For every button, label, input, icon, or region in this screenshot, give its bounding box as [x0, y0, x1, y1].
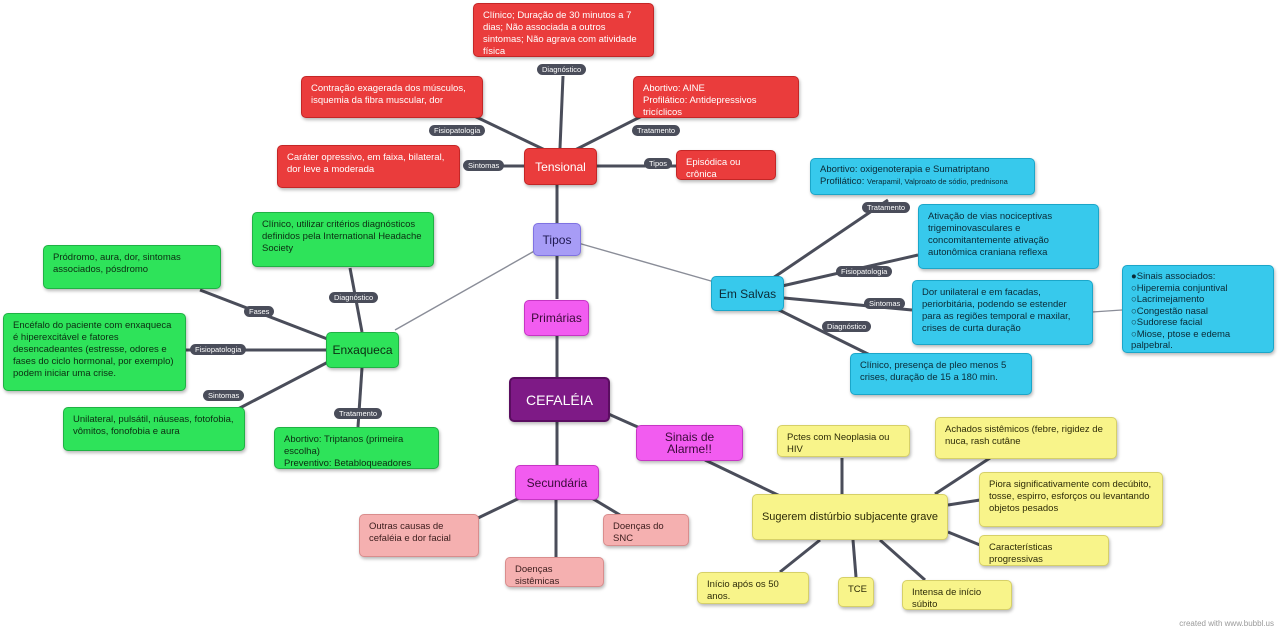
tensional-node[interactable]: Tensional [524, 148, 597, 185]
em-salvas-node[interactable]: Em Salvas [711, 276, 784, 311]
chip-enxaqueca-sintomas: Sintomas [203, 390, 245, 401]
tce-node[interactable]: TCE [838, 577, 874, 607]
salvas-sinais-associados-node[interactable]: ●Sinais associados: ○Hiperemia conjuntiv… [1122, 265, 1274, 353]
caracteristicas-progressivas-node[interactable]: Características progressivas [979, 535, 1109, 566]
inicio-subito-node[interactable]: Intensa de início súbito [902, 580, 1012, 610]
doencas-snc-node[interactable]: Doenças do SNC [603, 514, 689, 546]
tensional-diagnostico-node[interactable]: Clínico; Duração de 30 minutos a 7 dias;… [473, 3, 654, 57]
edge-center-alarme [603, 410, 641, 430]
enxaqueca-node[interactable]: Enxaqueca [326, 332, 399, 368]
edge-tipos-enxaqueca [394, 244, 546, 331]
enxaqueca-tratamento-line-1: Abortivo: Triptanos (primeira escolha) [284, 434, 404, 457]
tensional-tratamento-line-2: Profilático: Antidepressivos tricíclicos [643, 95, 757, 118]
tensional-tratamento-line-1: Abortivo: AINE [643, 83, 705, 94]
chip-salvas-sintomas: Sintomas [864, 298, 906, 309]
enxaqueca-diagnostico-node[interactable]: Clínico, utilizar critérios diagnósticos… [252, 212, 434, 267]
salvas-tratamento-node[interactable]: Abortivo: oxigenoterapia e Sumatriptano … [810, 158, 1035, 195]
chip-tensional-fisiopatologia: Fisiopatologia [429, 125, 486, 136]
salvas-sinais-item: ○Miose, ptose e edema palpebral. [1131, 328, 1231, 352]
primarias-node[interactable]: Primárias [524, 300, 589, 336]
chip-enxaqueca-tratamento: Tratamento [334, 408, 383, 419]
salvas-sinais-item: ○Lacrimejamento [1131, 294, 1205, 305]
doencas-sistemicas-node[interactable]: Doenças sistêmicas [505, 557, 604, 587]
chip-tensional-diagnostico: Diagnóstico [537, 64, 587, 75]
outras-causas-node[interactable]: Outras causas de cefaléia e dor facial [359, 514, 479, 557]
neoplasia-hiv-node[interactable]: Pctes com Neoplasia ou HIV [777, 425, 910, 457]
chip-salvas-diagnostico: Diagnóstico [822, 321, 872, 332]
chip-enxaqueca-diagnostico: Diagnóstico [329, 292, 379, 303]
created-with-footer: created with www.bubbl.us [1179, 619, 1274, 628]
enxaqueca-tratamento-node[interactable]: Abortivo: Triptanos (primeira escolha) P… [274, 427, 439, 469]
tensional-fisiopatologia-node[interactable]: Contração exagerada dos músculos, isquem… [301, 76, 483, 118]
chip-tensional-tipos: Tipos [644, 158, 673, 169]
chip-salvas-tratamento: Tratamento [862, 202, 911, 213]
chip-salvas-fisiopatologia: Fisiopatologia [836, 266, 893, 277]
chip-tensional-sintomas: Sintomas [463, 160, 505, 171]
salvas-tratamento-line-2-rest: Verapamil, Valproato de sódio, prednison… [867, 177, 1008, 186]
chip-enxaqueca-fases: Fases [244, 306, 275, 317]
salvas-sinais-item: ○Sudorese facial [1131, 317, 1203, 328]
tensional-sintomas-node[interactable]: Caráter opressivo, em faixa, bilateral, … [277, 145, 460, 188]
salvas-sintomas-node[interactable]: Dor unilateral e em facadas, periorbitár… [912, 280, 1093, 345]
enxaqueca-fisiopatologia-node[interactable]: Encéfalo do paciente com enxaqueca é hip… [3, 313, 186, 391]
tensional-tipos-node[interactable]: Episódica ou crônica [676, 150, 776, 180]
tensional-tratamento-node[interactable]: Abortivo: AINE Profilático: Antidepressi… [633, 76, 799, 118]
secundaria-node[interactable]: Secundária [515, 465, 599, 500]
chip-enxaqueca-fisiopatologia: Fisiopatologia [190, 344, 247, 355]
enxaqueca-fases-node[interactable]: Pródromo, aura, dor, sintomas associados… [43, 245, 221, 289]
edge-salvas-sinais [1091, 309, 1123, 313]
achados-sistemicos-node[interactable]: Achados sistêmicos (febre, rigidez de nu… [935, 417, 1117, 459]
salvas-sinais-item: ○Congestão nasal [1131, 305, 1209, 317]
enxaqueca-sintomas-node[interactable]: Unilateral, pulsátil, náuseas, fotofobia… [63, 407, 245, 451]
tipos-node[interactable]: Tipos [533, 223, 581, 256]
edge-tipos-salvas [577, 242, 719, 284]
sugerem-disturbio-node[interactable]: Sugerem distúrbio subjacente grave [752, 494, 948, 540]
salvas-tratamento-line-1: Abortivo: oxigenoterapia e Sumatriptano [820, 164, 990, 175]
salvas-diagnostico-node[interactable]: Clínico, presença de pleo menos 5 crises… [850, 353, 1032, 395]
salvas-sinais-title: ●Sinais associados: [1131, 271, 1216, 282]
salvas-fisiopatologia-node[interactable]: Ativação de vias nociceptivas trigeminov… [918, 204, 1099, 269]
cefaleia-center-node[interactable]: CEFALÉIA [509, 377, 610, 422]
piora-decubito-node[interactable]: Piora significativamente com decúbito, t… [979, 472, 1163, 527]
salvas-tratamento-line-2: Profilático: Verapamil, Valproato de sód… [820, 176, 1025, 188]
salvas-tratamento-line-2-prefix: Profilático: [820, 176, 865, 187]
salvas-sinais-item: ○Hiperemia conjuntival [1131, 282, 1228, 294]
inicio-50-anos-node[interactable]: Início após os 50 anos. [697, 572, 809, 604]
sinais-alarme-node[interactable]: Sinais de Alarme!! [636, 425, 743, 461]
enxaqueca-tratamento-line-2: Preventivo: Betabloqueadores [284, 458, 412, 469]
chip-tensional-tratamento: Tratamento [632, 125, 681, 136]
